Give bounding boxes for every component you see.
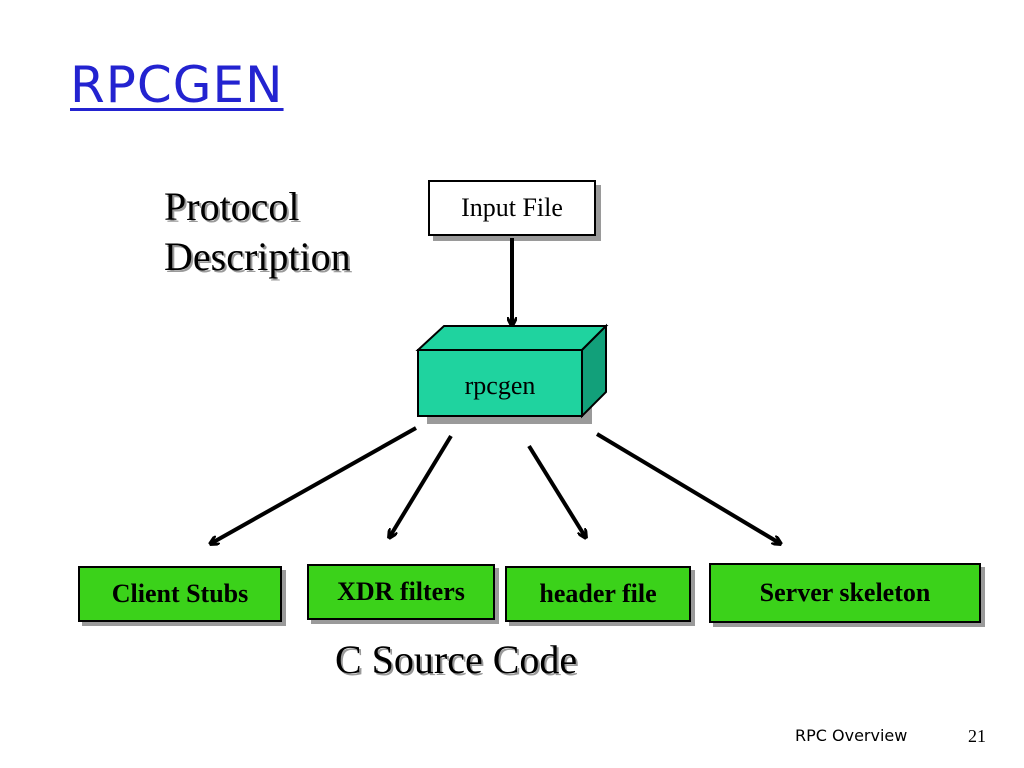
output-label: XDR filters [337, 577, 465, 606]
output-label: header file [539, 579, 657, 608]
output-label: Server skeleton [759, 578, 931, 607]
output-label: Client Stubs [111, 579, 249, 608]
input-file-box: Input File [428, 180, 596, 236]
arrow-to-client-stubs [210, 426, 417, 544]
protocol-description-label: Protocol Description [164, 182, 351, 282]
protocol-line-2: Description [164, 234, 351, 279]
arrow-to-server-skeleton [595, 432, 781, 544]
output-xdr-filters: XDR filters [307, 564, 495, 620]
rpcgen-box-top [415, 325, 609, 351]
rpcgen-label: rpcgen [465, 371, 536, 400]
slide-title: RPCGEN [70, 56, 284, 114]
output-header-file: header file [505, 566, 691, 622]
page-number: 21 [968, 726, 986, 746]
c-source-code-caption: C Source Code [335, 637, 578, 682]
input-file-label: Input File [461, 193, 563, 222]
footer-text: RPC Overview [795, 726, 908, 745]
output-client-stubs: Client Stubs [78, 566, 282, 622]
rpcgen-box-front [417, 349, 583, 417]
output-server-skeleton: Server skeleton [709, 563, 981, 623]
protocol-line-1: Protocol [164, 184, 300, 229]
rpcgen-box: rpcgen [415, 323, 609, 424]
arrow-to-header-file [527, 444, 586, 538]
arrow-to-xdr-filters [389, 434, 453, 538]
